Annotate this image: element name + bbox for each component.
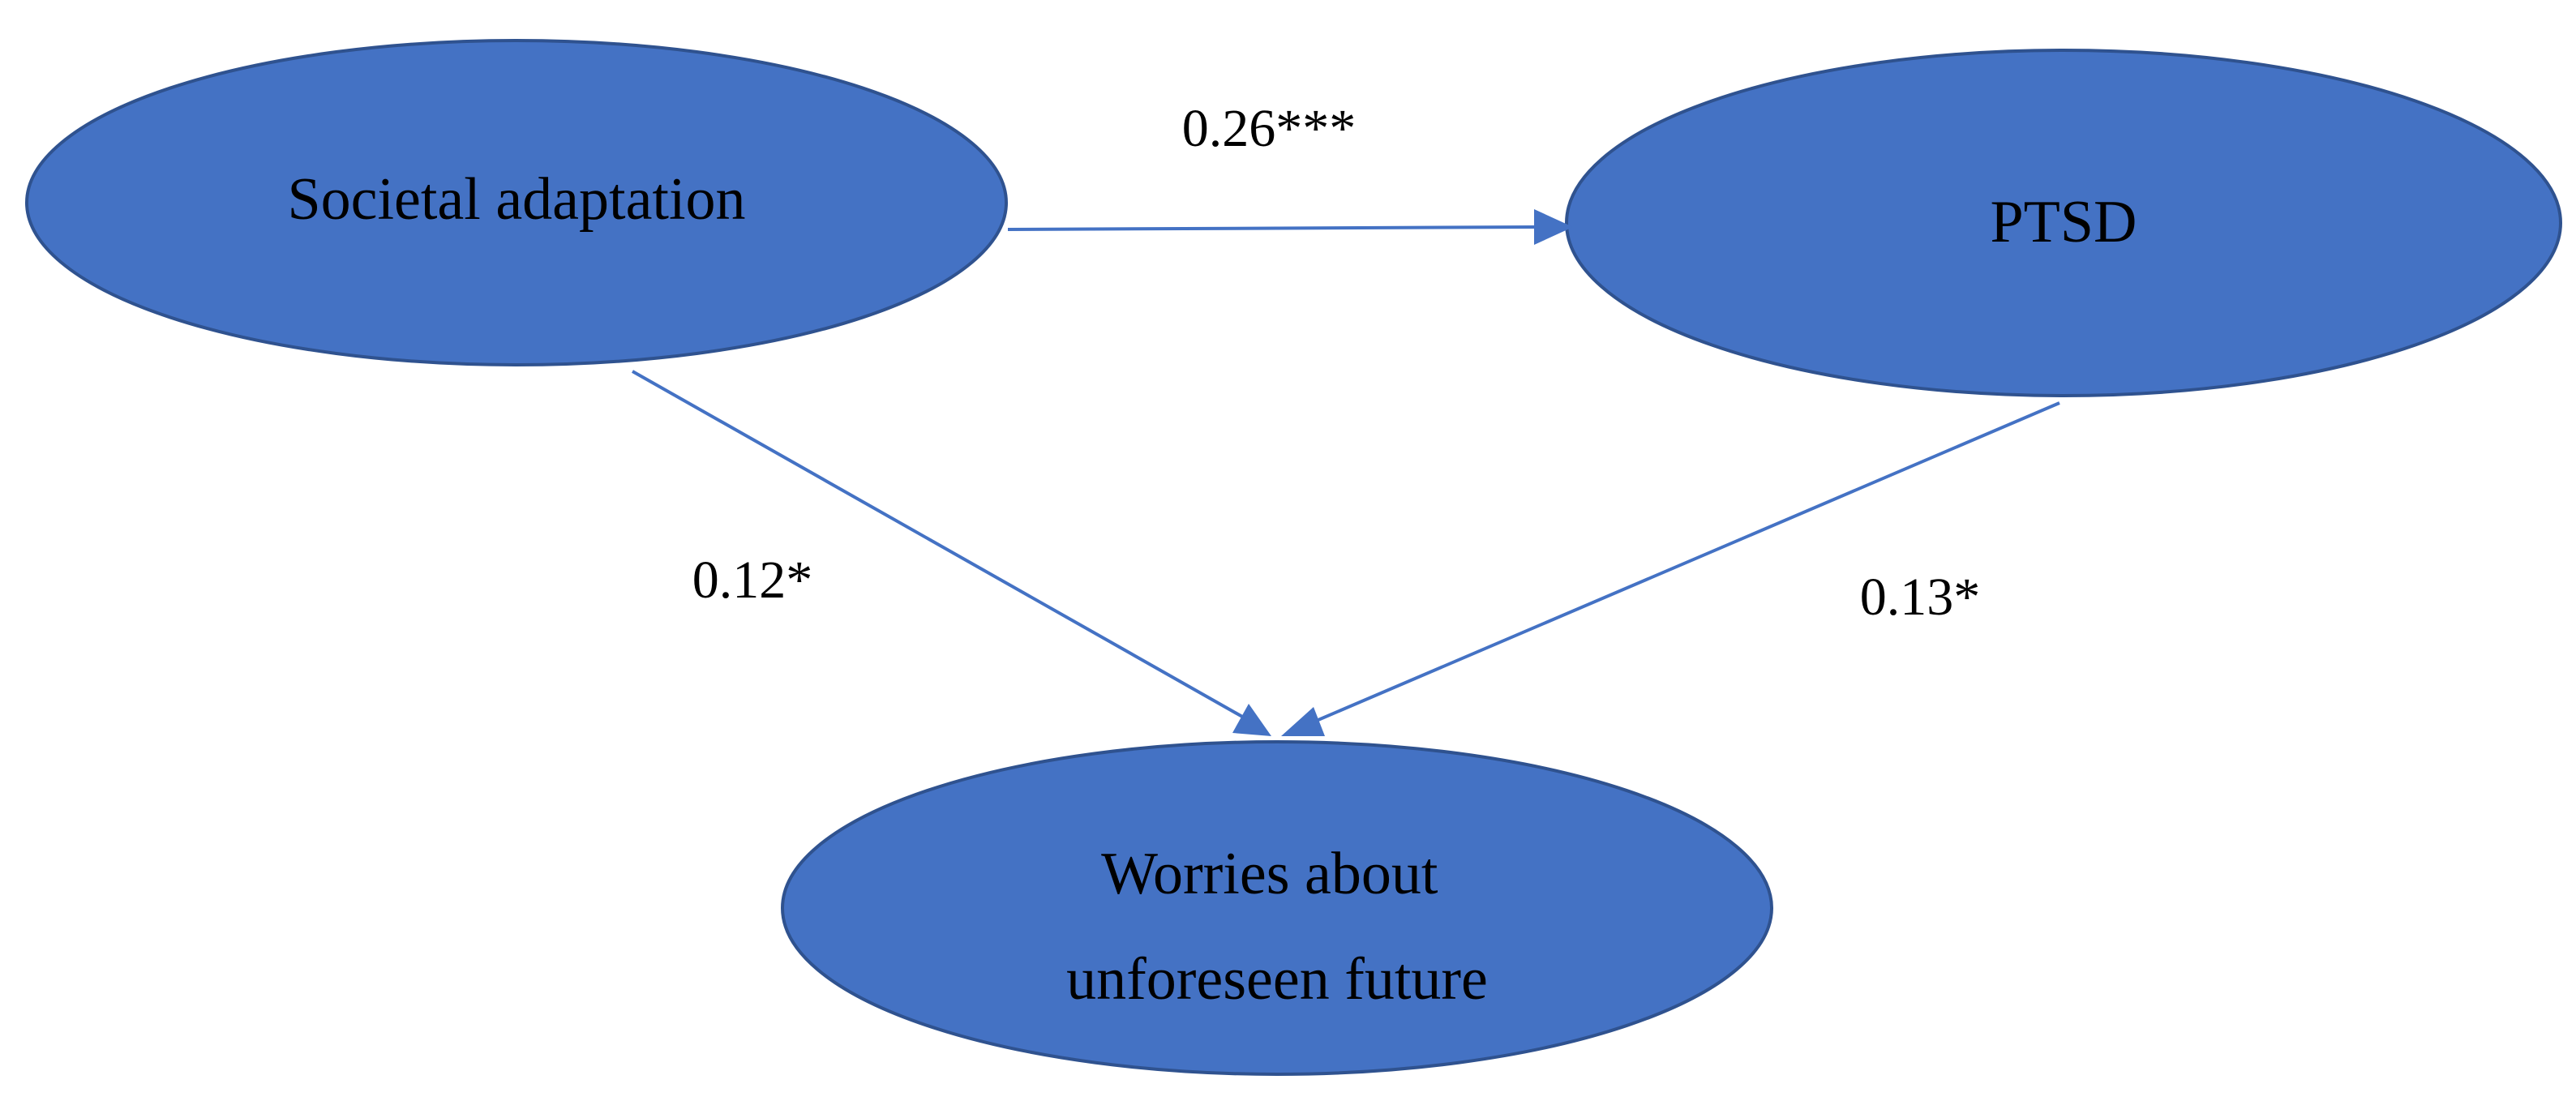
worries-label-line-2: unforeseen future — [1066, 946, 1488, 1013]
ptsd-ellipse — [1565, 49, 2562, 397]
coefficient-ptsd-to-worries: 0.13* — [1860, 568, 1981, 627]
societal-adaptation-ellipse — [25, 39, 1008, 366]
societal-adaptation-label: Societal adaptation — [287, 166, 745, 233]
node-ptsd: PTSD — [1565, 49, 2562, 397]
coefficient-societal-to-worries: 0.12* — [692, 550, 813, 610]
edge-societal-to-ptsd-line — [1007, 225, 1535, 231]
edge-ptsd-to-worries-arrowhead — [1281, 707, 1325, 736]
ptsd-label: PTSD — [1991, 189, 2137, 255]
edge-societal-to-worries-arrowhead — [1232, 704, 1271, 736]
edge-societal-to-worries — [632, 370, 1271, 736]
edge-societal-to-ptsd-arrowhead — [1534, 209, 1573, 245]
node-societal-adaptation: Societal adaptation — [25, 39, 1008, 366]
coefficient-societal-to-ptsd: 0.26*** — [1182, 99, 1357, 158]
worries-label-line-1: Worries about — [1101, 841, 1438, 907]
edge-societal-to-worries-line — [632, 370, 1245, 719]
edge-societal-to-ptsd — [1007, 209, 1573, 245]
node-worries-about-unforeseen-future: Worries about unforeseen future — [781, 740, 1773, 1076]
edge-ptsd-to-worries-line — [1308, 401, 2060, 726]
worries-ellipse — [781, 740, 1773, 1076]
edge-ptsd-to-worries — [1281, 401, 2060, 736]
worries-label: Worries about unforeseen future — [1066, 841, 1488, 1013]
